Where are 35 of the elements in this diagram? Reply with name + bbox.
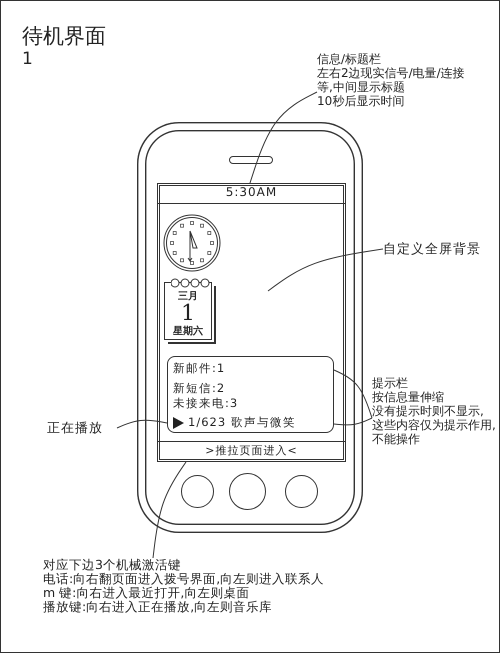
annotation-text: 信息/标题栏 [317,52,382,66]
annotation-text: 提示栏 [372,376,409,390]
annotation-text: 对应下边3个机械激活键 [43,558,182,572]
calendar-month: 三月 [177,292,199,302]
annotation-text: 电话:向右翻页面进入拨号界面,向左则进入联系人 [43,572,326,586]
slide-hint: >推拉页面进入< [204,445,299,458]
phone-outline [137,122,363,533]
annotation-text: 按信息量伸缩 [372,390,445,404]
annotation-text: 10秒后显示时间 [317,94,406,108]
now-playing-track: 1/623 歌声与微笑 [188,416,296,430]
leader-line [250,92,318,184]
calendar-weekday: 星期六 [172,327,204,337]
calendar-day: 1 [165,303,211,325]
status-time: 5:30AM [224,186,278,200]
annotation-text: 没有提示时则不显示, [372,404,485,418]
annotation-text: 正在播放 [47,419,117,437]
leader-line [152,462,186,558]
page-number: 1 [22,50,33,70]
annotation-text: 自定义全屏背景 [383,240,493,258]
annotation-text: 左右2边现实信号/电量/连接等,中间显示标题 [317,66,466,94]
notification-panel [167,356,334,433]
screen [157,183,346,462]
annotation-text: 这些内容仅为提示作用,不能操作 [372,418,496,446]
hardware-key [229,473,266,510]
leader-line [116,420,168,428]
annotation-text: 播放键:向右进入正在播放,向左则音乐库 [43,600,274,614]
notification-count: 新邮件:1 [173,362,226,376]
hardware-key [181,475,214,508]
diagram-title: 待机界面 [22,24,106,48]
hardware-key [285,475,318,508]
leader-line [334,370,372,426]
annotation-text: m 键:向右进入最近打开,向左则桌面 [43,586,250,600]
notification-count: 未接来电:3 [173,397,238,410]
leader-line [268,248,384,292]
notification-count: 新短信:2 [173,382,226,396]
